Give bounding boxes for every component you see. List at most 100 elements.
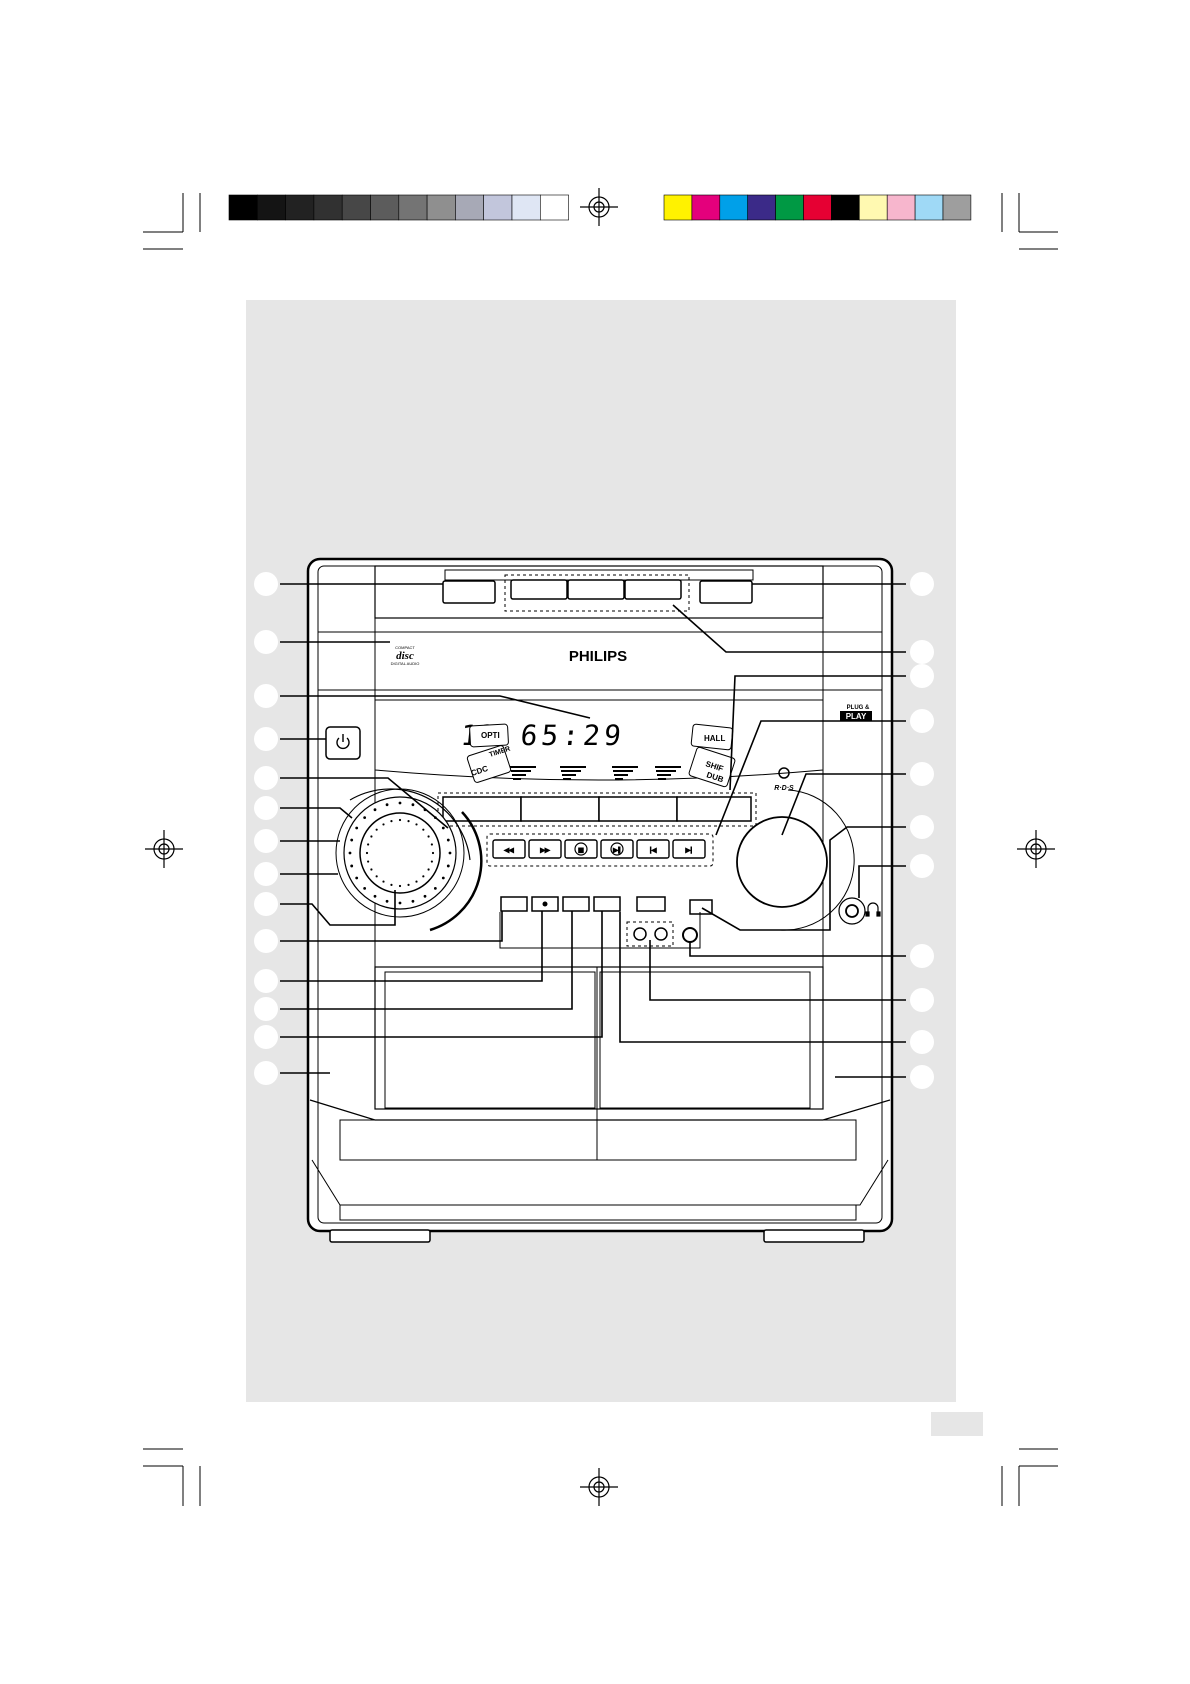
preset-button-1[interactable] [442,796,522,822]
preset-button-3[interactable] [598,796,678,822]
rewind-icon: ◀◀ [504,847,514,854]
top-right-button[interactable] [699,580,753,604]
dial-tick [423,894,427,898]
callout-circle [910,1030,934,1054]
dial-dot [375,828,378,831]
dial-dot [422,875,425,878]
dial-dot [382,880,385,883]
next-track-icon: ▶| [686,847,693,854]
callout-circle [910,709,934,733]
function-button-3[interactable] [562,896,590,912]
function-button-4[interactable] [593,896,621,912]
hifi-unit: ◀◀ ▶▶ ■ ▶‖|◀ ▶| [306,557,894,1243]
function-button-5[interactable] [636,896,666,912]
leader-line [280,695,591,719]
callout-circle [254,630,278,654]
top-left-button[interactable] [442,580,496,604]
dial-tick [398,901,402,905]
gray-swatch [539,194,569,221]
cd-select-button-3[interactable] [624,579,682,600]
spectrum-bar [560,766,586,768]
previous-track-button[interactable]: |◀ [636,839,670,859]
callout-circle [254,1025,278,1049]
color-swatch [803,194,832,221]
dial-dot [431,851,435,855]
stop-icon: ■ [578,847,584,854]
color-swatch [858,194,888,221]
tape-deck-2 [599,971,811,1109]
spectrum-bar [511,770,531,772]
dial-dot [415,880,418,883]
dial-dot [375,875,378,878]
next-track-button[interactable]: ▶| [672,839,706,859]
color-swatch [663,194,693,221]
dial-dot [390,883,393,886]
callout-circle [254,796,278,820]
dashed-group-top [504,574,690,612]
leader-line [715,720,906,836]
microphone-jack[interactable] [682,927,698,943]
leader-line [280,911,603,1038]
spectrum-bar [561,770,581,772]
rds-logo: R·D·S [774,767,794,792]
dial-dot [427,868,430,871]
fast-forward-button[interactable]: ▶▶ [528,839,562,859]
spectrum-bar [658,778,666,780]
record-button-dot [542,901,548,907]
dial-dot [367,860,370,863]
dial-tick [373,808,377,812]
callout-circle [254,684,278,708]
color-swatch [691,194,721,221]
svg-text:PLUG &: PLUG & [847,705,870,711]
dial-tick [348,851,352,855]
callout-circle [254,727,278,751]
dial-tick [441,826,445,830]
headphone-jack[interactable] [845,904,859,918]
display-time: 65:29 [519,719,627,752]
preset-button-4[interactable] [676,796,752,822]
tape-deck-1 [384,971,596,1109]
fast-forward-icon: ▶▶ [540,847,550,854]
stop-button[interactable]: ■ [564,839,598,859]
cd-select-button-2[interactable] [567,579,625,600]
callout-circle [910,815,934,839]
lcd-display: 18 65:29 OPTI TIMER CDC HALL SHIF DUB [459,719,736,788]
power-icon [336,734,350,750]
callout-circle [254,997,278,1021]
preset-button-2[interactable] [520,796,600,822]
page-number-tab [931,1412,983,1436]
color-swatch [942,194,972,221]
color-swatch [914,194,944,221]
jog-dial-assembly [335,788,483,932]
aux-jack-left[interactable] [633,927,647,941]
callout-circle [254,1061,278,1085]
callout-circle [254,766,278,790]
gray-swatch [398,194,428,221]
brand-logo: PHILIPS [569,648,627,665]
play-pause-button[interactable]: ▶‖ [600,839,634,859]
color-swatch [747,194,776,221]
registration-mark-top [580,188,618,226]
dial-tick [385,899,389,903]
power-button[interactable] [325,726,361,760]
function-button-1[interactable] [500,896,528,912]
bottom-strip [339,1204,857,1221]
dial-dot [415,823,418,826]
foot-right [763,1229,865,1243]
leader-line [701,826,906,931]
dial-dot [407,883,410,886]
callout-circle [254,929,278,953]
jog-dial[interactable] [359,812,441,894]
svg-text:R·D·S: R·D·S [774,785,794,792]
cd-select-button-1[interactable] [510,579,568,600]
dial-dot [390,820,393,823]
volume-knob[interactable] [736,816,828,908]
leader-line [280,911,573,1010]
dial-tick [385,803,389,807]
gray-swatch [228,194,258,221]
aux-jack-right[interactable] [654,927,668,941]
callout-circle [910,854,934,878]
dial-tick [411,803,415,807]
rewind-button[interactable]: ◀◀ [492,839,526,859]
